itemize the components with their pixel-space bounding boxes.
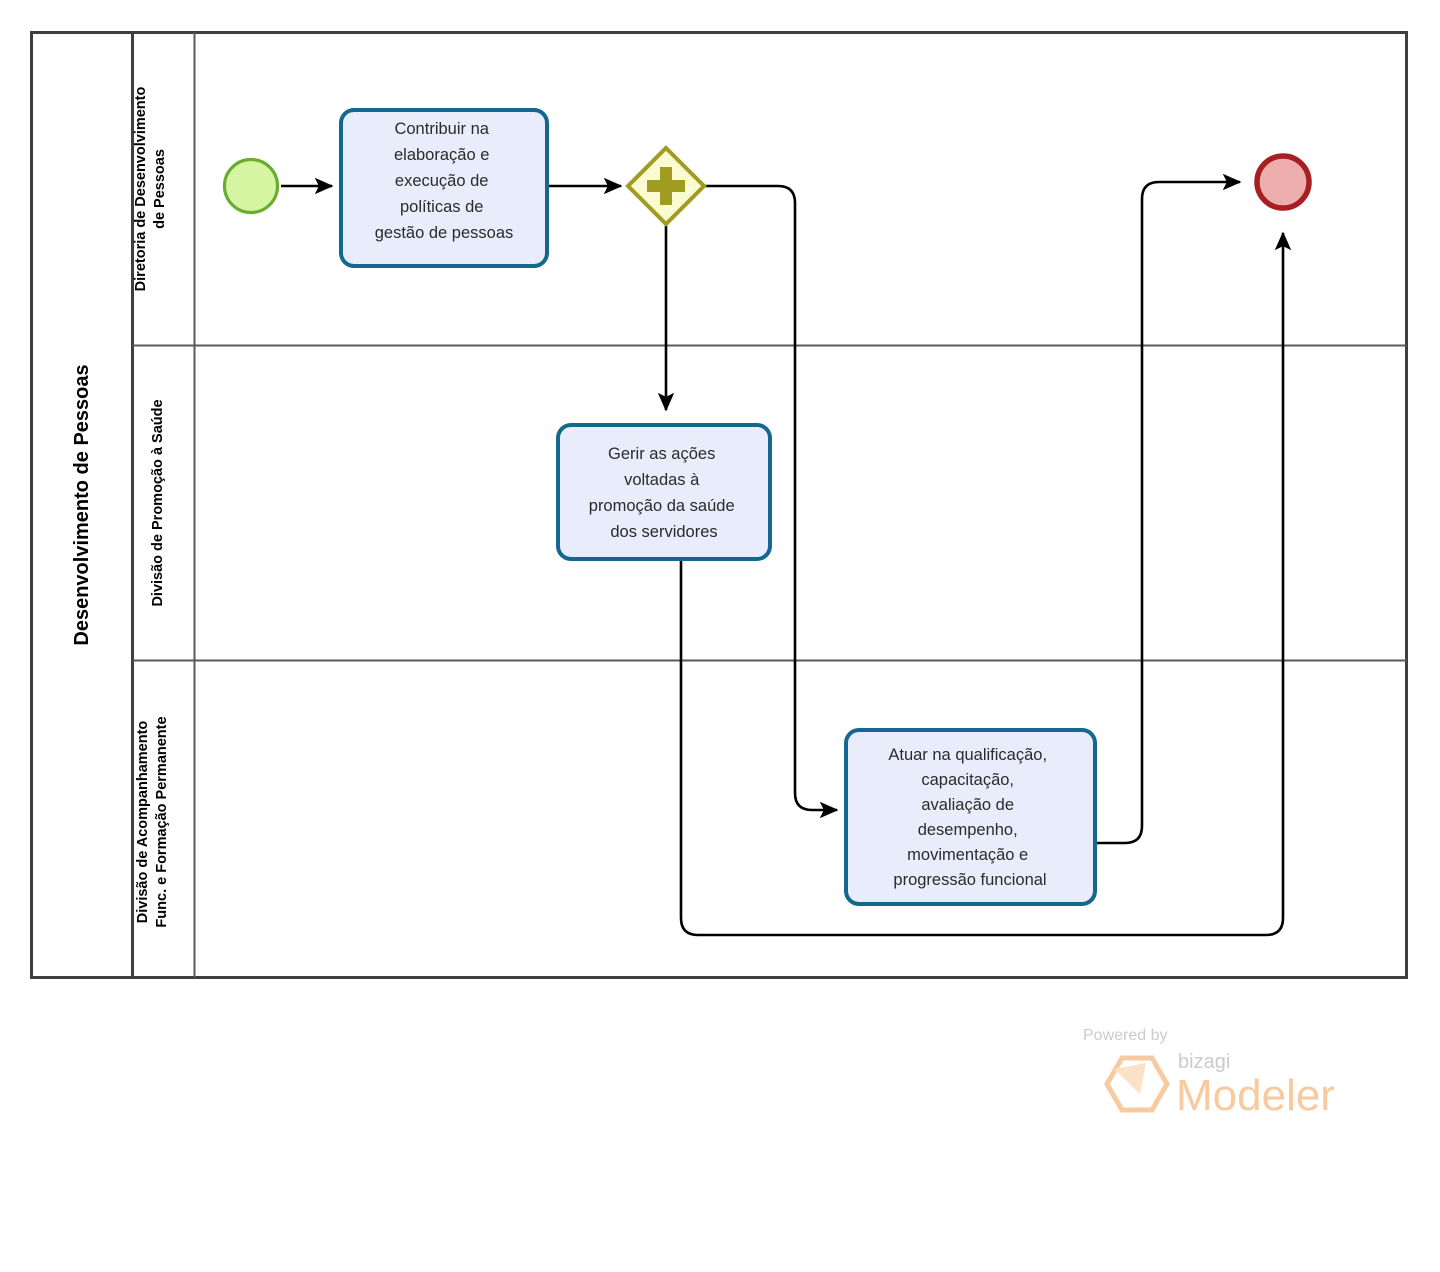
bizagi-watermark: Powered by bizagi Modeler bbox=[1083, 1027, 1335, 1120]
watermark-powered-by: Powered by bbox=[1083, 1027, 1168, 1044]
flow-task-saude-to-end[interactable] bbox=[679, 231, 1292, 937]
lane-title-acompanhamento-l2: Func. e Formação Permanente bbox=[154, 716, 170, 927]
lane-title-acompanhamento-l1: Divisão de Acompanhamento bbox=[135, 721, 151, 924]
start-event[interactable] bbox=[222, 157, 280, 215]
lane-title-diretoria-l1: Diretoria de Desenvolvimento bbox=[133, 87, 149, 292]
start-event-circle[interactable] bbox=[222, 157, 280, 215]
pool-title: Desenvolvimento de Pessoas bbox=[71, 364, 93, 645]
watermark-product: Modeler bbox=[1176, 1071, 1335, 1120]
gateway-parallel[interactable] bbox=[625, 145, 707, 227]
task-qualificacao-label: Atuar na qualificação, capacitação, aval… bbox=[888, 746, 1051, 889]
watermark-brand: bizagi bbox=[1178, 1051, 1230, 1073]
flow-gateway-to-task-qualificacao[interactable] bbox=[704, 184, 839, 819]
lane-diretoria: Diretoria de Desenvolvimento de Pessoas bbox=[132, 32, 1407, 347]
task-qualificacao-box[interactable] bbox=[844, 728, 1097, 906]
task-politicas-label: Contribuir na elaboração e execução de p… bbox=[375, 120, 514, 242]
task-politicas-box[interactable] bbox=[339, 108, 549, 268]
task-qualificacao[interactable]: Atuar na qualificação, capacitação, aval… bbox=[844, 728, 1097, 906]
end-event[interactable] bbox=[1254, 153, 1312, 211]
task-saude-box[interactable] bbox=[556, 423, 772, 561]
flow-task-qualificacao-to-end[interactable] bbox=[1095, 173, 1242, 845]
bizagi-logo-icon bbox=[1104, 1055, 1170, 1113]
end-event-circle[interactable] bbox=[1254, 153, 1312, 211]
task-politicas[interactable]: Contribuir na elaboração e execução de p… bbox=[339, 108, 549, 268]
sequence-flows bbox=[281, 173, 1292, 937]
lane-saude: Divisão de Promoção à Saúde bbox=[132, 345, 1407, 662]
task-saude-label: Gerir as ações voltadas à promoção da sa… bbox=[589, 445, 739, 541]
lane-title-diretoria-l2: de Pessoas bbox=[152, 149, 168, 229]
lane-acompanhamento: Divisão de Acompanhamento Func. e Formaç… bbox=[135, 660, 196, 978]
lane-group: Diretoria de Desenvolvimento de Pessoas … bbox=[132, 32, 1407, 978]
lane-title-saude: Divisão de Promoção à Saúde bbox=[150, 399, 166, 606]
task-saude[interactable]: Gerir as ações voltadas à promoção da sa… bbox=[556, 423, 772, 561]
plus-icon bbox=[647, 167, 685, 205]
